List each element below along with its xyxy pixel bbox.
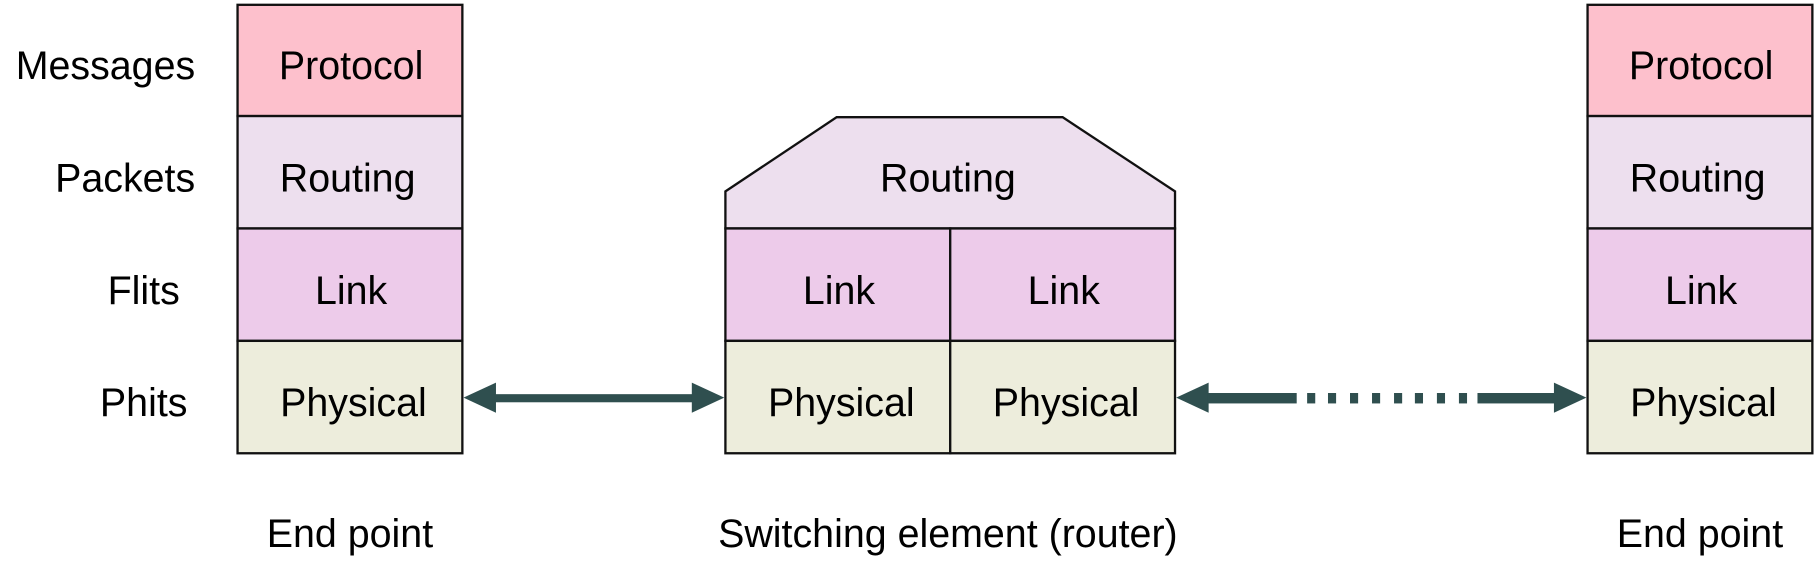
dotted-double-arrow [1176,382,1587,413]
row-label-phits: Phits [100,381,188,425]
right-physical-layer [1586,339,1814,455]
solid-double-arrow [463,382,725,413]
left-link-layer [236,227,464,343]
row-label-packets: Packets [55,156,195,200]
router-physical-left [724,339,952,455]
router-link-right [949,227,1177,343]
router-caption: Switching element (router) [718,512,1178,556]
router-physical-right-label: Physical [993,381,1140,425]
router-link-left-label: Link [803,269,876,313]
right-link-label: Link [1665,269,1738,313]
left-link-label: Link [315,269,388,313]
left-protocol-label: Protocol [279,44,423,88]
router-physical-right [949,339,1177,455]
router-link-left [724,227,952,343]
router-routing-label: Routing [880,156,1016,200]
left-physical-layer [236,339,464,455]
right-endpoint-caption: End point [1617,512,1783,556]
left-protocol-layer [236,3,464,118]
left-routing-label: Routing [280,156,416,200]
left-physical-label: Physical [280,381,427,425]
row-label-messages: Messages [16,44,195,88]
right-protocol-layer [1586,3,1814,118]
right-protocol-label: Protocol [1629,44,1773,88]
right-link-layer [1586,227,1814,343]
right-physical-label: Physical [1630,381,1777,425]
left-endpoint-caption: End point [267,512,433,556]
right-routing-label: Routing [1630,156,1766,200]
router-physical-left-label: Physical [768,381,915,425]
left-routing-layer [236,114,464,230]
router-link-right-label: Link [1028,269,1101,313]
row-label-flits: Flits [108,269,180,313]
